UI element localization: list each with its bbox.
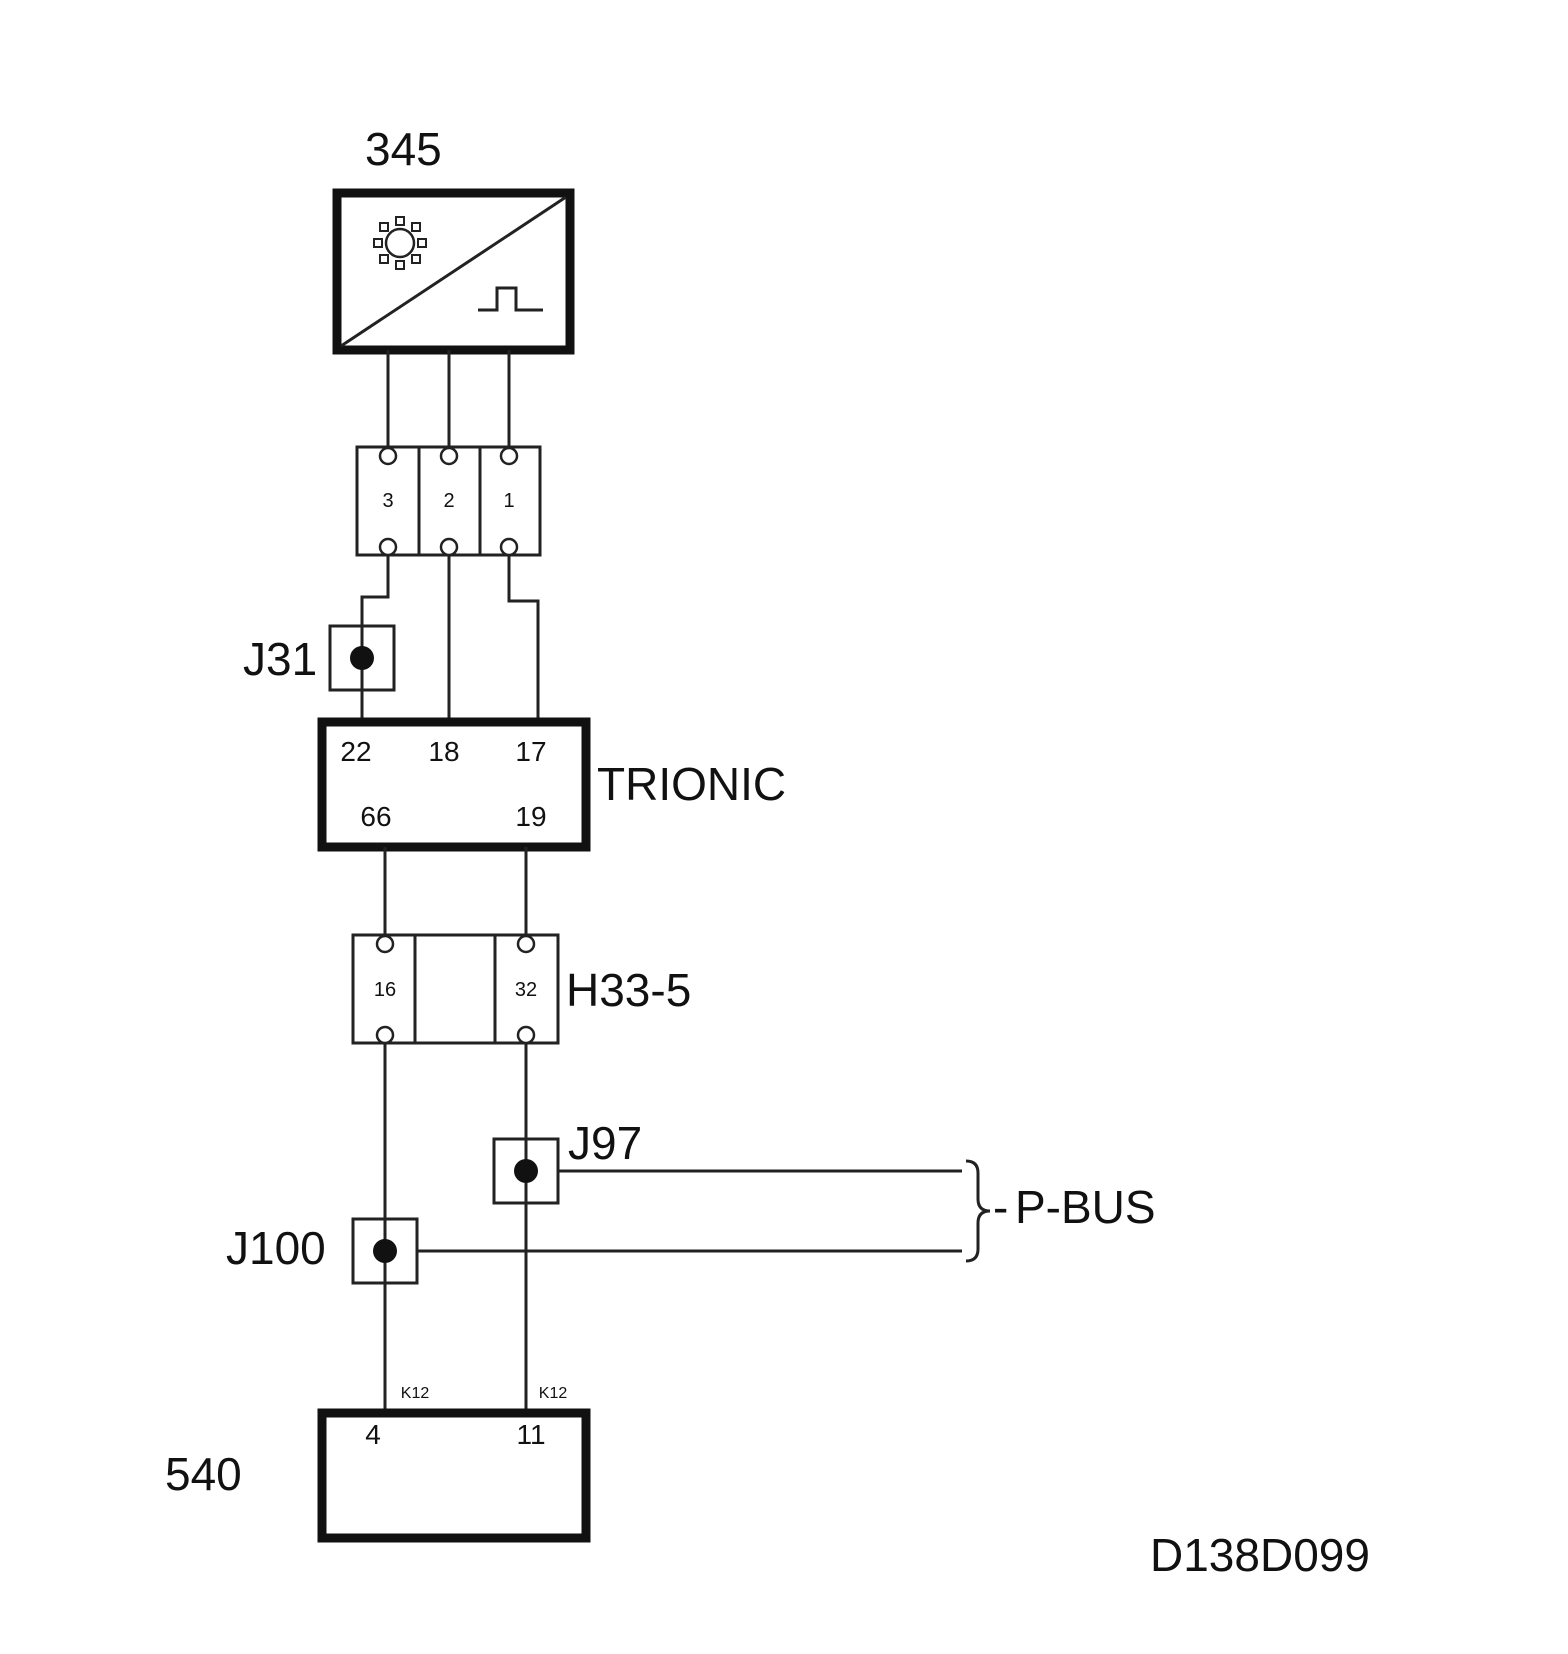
h33-pin-16: 16	[374, 979, 396, 1001]
junction-j31	[328, 624, 396, 692]
module-pin-4-tag: K12	[401, 1385, 430, 1402]
junction-j31-label: J31	[243, 633, 317, 685]
connector-pin-1: 1	[503, 490, 514, 512]
crankshaft-gear-icon	[373, 216, 427, 270]
square-pulse-icon	[478, 286, 543, 312]
junction-dot-icon	[514, 1159, 538, 1183]
connector-pin-2: 2	[443, 490, 454, 512]
junction-dot-icon	[350, 646, 374, 670]
junction-j97-label: J97	[568, 1117, 642, 1169]
ecu-pin-66: 66	[360, 801, 391, 832]
connector-h33-5	[351, 933, 560, 1045]
module-pin-11-tag: K12	[539, 1385, 568, 1402]
connector-h33-label: H33-5	[566, 964, 691, 1016]
ecu-pin-22: 22	[340, 736, 371, 767]
pbus-brace	[965, 1159, 991, 1263]
h33-pin-32: 32	[515, 979, 537, 1001]
sensor-divider-diagonal	[340, 195, 567, 348]
sensor-345-box	[332, 188, 575, 355]
ecu-pin-19: 19	[515, 801, 546, 832]
drawing-number: D138D099	[1150, 1529, 1370, 1581]
sensor-id-label: 345	[365, 123, 442, 175]
pbus-label: P-BUS	[1015, 1181, 1156, 1233]
junction-dot-icon	[373, 1239, 397, 1263]
ecu-pin-17: 17	[515, 736, 546, 767]
module-pin-11: 11	[516, 1419, 545, 1450]
trionic-ecu-box	[317, 717, 591, 852]
module-540-box	[317, 1408, 591, 1543]
junction-j100-label: J100	[226, 1222, 326, 1274]
module-pin-4: 4	[365, 1419, 381, 1450]
pbus-dash: -	[993, 1181, 1008, 1233]
ecu-pin-18: 18	[428, 736, 459, 767]
connector-pin-3: 3	[382, 490, 393, 512]
ecu-name-label: TRIONIC	[597, 758, 786, 810]
module-id-label: 540	[165, 1448, 242, 1500]
